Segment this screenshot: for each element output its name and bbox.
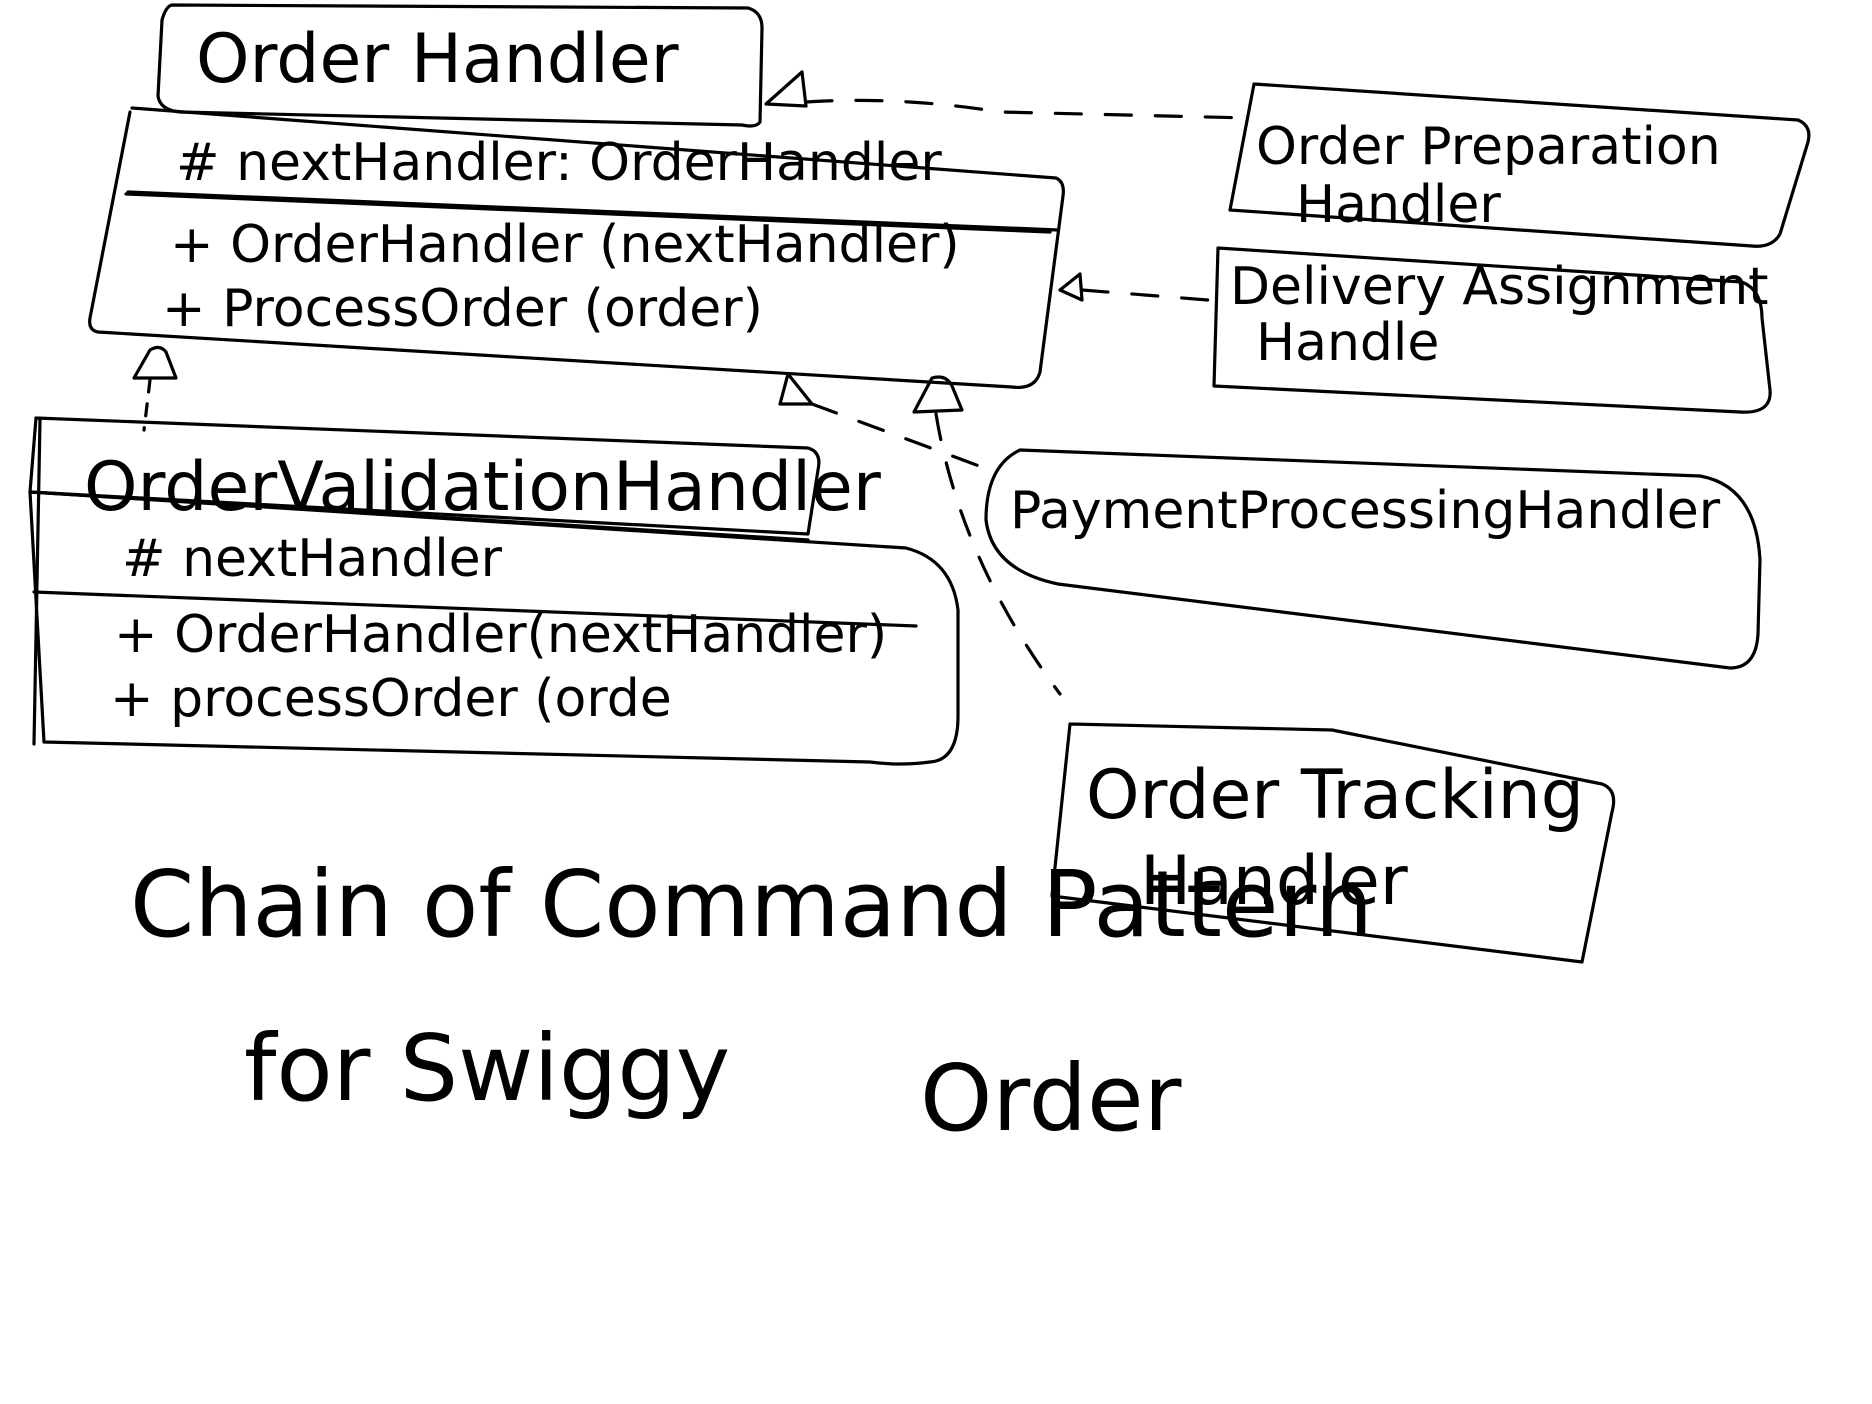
order-handler-divider-2 [124,192,1052,234]
order-handler-name: Order Handler [196,20,679,99]
validation-handler-method: + processOrder (orde [110,669,672,729]
delivery-handler-box [1212,246,1772,414]
tracking-handler-label-1: Order Tracking [1086,756,1584,835]
payment-handler-label: PaymentProcessingHandler [1010,481,1721,541]
caption-line-2-a: for Swiggy [244,1015,730,1122]
validation-handler-constructor: + OrderHandler(nextHandler) [114,605,887,665]
tracking-inheritance-triangle [912,375,964,414]
order-handler-method: + ProcessOrder (order) [162,279,763,339]
caption-line-2-b: Order [920,1045,1182,1152]
validation-handler-attribute: # nextHandler [122,529,503,589]
order-handler-class: Order Handler # nextHandler: OrderHandle… [88,3,1065,390]
order-handler-divider-1 [126,190,1060,232]
order-handler-body-box [88,106,1065,390]
validation-inheritance-triangle [132,345,178,380]
preparation-handler: Order Preparation Handler [1228,82,1811,248]
order-handler-name-box [156,3,764,128]
tracking-handler-label-2: Handler [1140,842,1408,921]
preparation-handler-label-1: Order Preparation [1256,117,1721,177]
tracking-handler: Order Tracking Handler [1050,722,1616,964]
order-validation-handler-class: OrderValidationHandler # nextHandler + O… [28,416,960,766]
payment-handler-box [984,448,1762,670]
validation-handler-left-edge [32,418,42,746]
delivery-inheritance-line [1080,288,1210,302]
preparation-inheritance-triangle [764,70,808,108]
payment-inheritance-triangle [778,372,814,406]
delivery-handler-label-2: Handle [1256,313,1439,373]
validation-handler-body-box [28,490,960,766]
delivery-inheritance-triangle [1058,272,1084,302]
validation-handler-divider-1 [28,490,810,542]
caption-line-1: Chain of Command Pattern [130,851,1373,958]
validation-handler-name: OrderValidationHandler [84,448,881,527]
delivery-handler-label-1: Delivery Assignment [1230,257,1769,317]
order-handler-attribute: # nextHandler: OrderHandler [176,133,942,193]
validation-handler-name-box [28,416,821,536]
preparation-handler-label-2: Handler [1296,175,1501,235]
payment-handler: PaymentProcessingHandler [984,448,1762,670]
tracking-handler-box [1050,722,1616,964]
inheritance-arrows [132,70,1252,696]
preparation-handler-box [1228,82,1811,248]
delivery-handler: Delivery Assignment Handle [1212,246,1772,414]
diagram-caption: Chain of Command Pattern for Swiggy Orde… [130,851,1373,1152]
tracking-inheritance-line [934,412,1062,696]
validation-handler-divider-2 [32,590,918,628]
order-handler-constructor: + OrderHandler (nextHandler) [170,215,960,275]
validation-inheritance-line [142,378,152,432]
payment-inheritance-line [810,402,992,472]
preparation-inheritance-line [804,98,1252,120]
